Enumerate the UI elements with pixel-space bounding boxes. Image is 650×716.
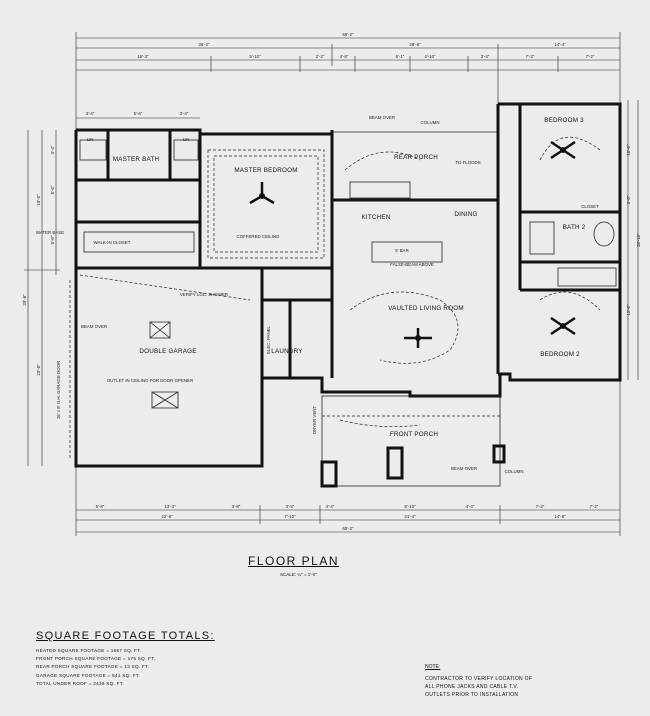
svg-text:3'-4": 3'-4" xyxy=(50,145,55,154)
interior-walls xyxy=(76,104,620,378)
note-line-3: OUTLETS PRIOR TO INSTALLATION xyxy=(425,691,519,698)
svg-text:7'-2": 7'-2" xyxy=(586,54,595,59)
room-front-porch: FRONT PORCH xyxy=(390,431,439,438)
svg-text:3'-4": 3'-4" xyxy=(481,54,490,59)
svg-text:2'-2": 2'-2" xyxy=(316,54,325,59)
svg-text:7'-2": 7'-2" xyxy=(590,504,599,509)
svg-text:3'-0": 3'-0" xyxy=(626,195,631,204)
svg-text:7'-2": 7'-2" xyxy=(526,54,535,59)
svg-text:4'-4": 4'-4" xyxy=(326,504,335,509)
svg-text:12'-0": 12'-0" xyxy=(626,304,631,316)
room-vaulted-living: VAULTED LIVING ROOM xyxy=(388,305,464,312)
room-kitchen: KITCHEN xyxy=(361,214,390,221)
kitchen-island xyxy=(79,139,617,287)
wiring-arcs xyxy=(339,136,601,427)
dim-overall-top: 65'-2" xyxy=(342,32,354,37)
room-dining: DINING xyxy=(454,211,477,218)
label-shower: VERIFY LOC. SHOWER xyxy=(180,292,228,297)
note-line-1: CONTRACTOR TO VERIFY LOCATION OF xyxy=(425,676,533,682)
dim-right-overall: 30'-10" xyxy=(636,233,641,247)
label-water-base: WATER BASE xyxy=(36,230,64,235)
note-body: CONTRACTOR TO VERIFY LOCATION OF ALL PHO… xyxy=(425,676,575,699)
label-lin-right: LIN xyxy=(183,137,190,142)
label-false-beam: FALSE-BEAM ABOVE xyxy=(390,262,434,267)
svg-text:8'-10": 8'-10" xyxy=(404,504,416,509)
dim-top-b: 28'-8" xyxy=(409,42,421,47)
label-bar: 5' BAR xyxy=(395,248,409,253)
square-footage-title: SQUARE FOOTAGE TOTALS: xyxy=(36,630,215,642)
room-labels: MASTER BATH MASTER BEDROOM BEDROOM 3 BED… xyxy=(56,115,599,474)
svg-text:4'-8": 4'-8" xyxy=(340,54,349,59)
svg-text:5'-6": 5'-6" xyxy=(50,235,55,244)
svg-text:4'-4": 4'-4" xyxy=(466,504,475,509)
svg-text:6'-6": 6'-6" xyxy=(50,185,55,194)
svg-text:5'-6": 5'-6" xyxy=(134,111,143,116)
svg-text:10'-0": 10'-0" xyxy=(626,144,631,156)
dim-bottom-b: 7'-10" xyxy=(284,514,296,519)
label-walk-in-closet: WALK-IN CLOSET xyxy=(94,240,131,245)
ceiling-fans xyxy=(249,140,576,348)
svg-text:16'-3": 16'-3" xyxy=(137,54,149,59)
label-dryer-vent: DRYER VENT xyxy=(312,406,317,435)
room-bath-2: BATH 2 xyxy=(563,224,586,231)
svg-text:3'-5": 3'-5" xyxy=(286,504,295,509)
room-laundry: LAUNDRY xyxy=(271,348,303,355)
label-beam-over-rear: BEAM OVER xyxy=(369,115,395,120)
label-lin-left: LIN xyxy=(87,137,94,142)
svg-text:7'-2": 7'-2" xyxy=(536,504,545,509)
room-master-bath: MASTER BATH xyxy=(113,156,160,163)
sqft-front-porch: FRONT PORCH SQUARE FOOTAGE = 175 SQ. FT. xyxy=(36,656,156,662)
dim-left-overall: 39'-8" xyxy=(22,294,27,306)
front-porch xyxy=(320,395,506,488)
room-double-garage: DOUBLE GARAGE xyxy=(139,348,196,355)
room-master-bedroom: MASTER BEDROOM xyxy=(234,167,297,174)
label-garage-door: 16' x 8' O.H. GARAGE DOOR xyxy=(56,361,61,419)
left-dimensions: 39'-8" 23'-8" 19'-0" 3'-4" 6'-6" 5'-6" W… xyxy=(22,130,64,466)
room-bedroom-2: BEDROOM 2 xyxy=(540,351,580,358)
svg-text:5'-10": 5'-10" xyxy=(249,54,261,59)
room-rear-porch: REAR PORCH xyxy=(394,154,438,161)
dim-left-lower: 23'-8" xyxy=(36,364,41,376)
label-elec-panel: ELEC. PANEL xyxy=(266,325,271,354)
label-outlet-ceiling: OUTLET IN CEILING FOR DOOR OPENER xyxy=(107,378,193,383)
sqft-garage: GARAGE SQUARE FOOTAGE = 541 SQ. FT. xyxy=(36,672,140,678)
sqft-rear-porch: REAR PORCH SQUARE FOOTAGE = 13 SQ. FT. xyxy=(36,664,150,670)
note-heading: NOTE: xyxy=(425,664,441,670)
svg-text:4'-10": 4'-10" xyxy=(424,54,436,59)
ceiling-lines xyxy=(69,149,325,460)
dim-top-a: 36'-2" xyxy=(198,42,210,47)
svg-text:3'-4": 3'-4" xyxy=(86,111,95,116)
room-closet: CLOSET xyxy=(581,204,599,209)
top-dimensions: 65'-2" 36'-2" 28'-8" 14'-4" 16'-3" 5'-10… xyxy=(75,32,621,130)
plan-title: FLOOR PLAN xyxy=(248,554,340,568)
sqft-heated: HEATED SQUARE FOOTAGE = 1657 SQ. FT. xyxy=(36,648,142,653)
label-coffered-ceiling: COFFERED CEILING xyxy=(237,234,281,239)
dim-bottom-c: 21'-4" xyxy=(404,514,416,519)
label-to-floods: TO FLOODS xyxy=(455,160,480,165)
note-line-2: ALL PHONE JACKS AND CABLE T.V. xyxy=(425,683,519,690)
dim-bottom-d: 14'-8" xyxy=(554,514,566,519)
right-dimensions: 30'-10" 10'-0" 3'-0" 12'-0" xyxy=(626,100,641,380)
square-footage-list: HEATED SQUARE FOOTAGE = 1657 SQ. FT. FRO… xyxy=(36,647,155,688)
sqft-total: TOTAL UNDER ROOF = 2436 SQ. FT. xyxy=(36,680,124,686)
bottom-dimensions: 5'-8" 13'-3" 3'-8" 3'-5" 4'-4" 8'-10" 4'… xyxy=(75,380,621,536)
svg-text:5'-8": 5'-8" xyxy=(96,504,105,509)
svg-text:3'-4": 3'-4" xyxy=(180,111,189,116)
label-beam-over-garage: BEAM OVER xyxy=(81,324,107,329)
label-column-porch: COLUMN xyxy=(504,469,523,474)
dim-bottom-a: 22'-8" xyxy=(161,514,173,519)
dim-overall-bottom: 65'-2" xyxy=(342,526,354,531)
svg-text:3'-8": 3'-8" xyxy=(232,504,241,509)
label-beam-over-porch: BEAM OVER xyxy=(451,466,477,471)
svg-text:19'-0": 19'-0" xyxy=(36,194,41,206)
label-column-rear: COLUMN xyxy=(420,120,439,125)
svg-text:13'-3": 13'-3" xyxy=(164,504,176,509)
room-bedroom-3: BEDROOM 3 xyxy=(544,117,584,124)
plan-scale: SCALE: ¼" = 1'-0" xyxy=(280,572,317,577)
dim-top-c: 14'-4" xyxy=(554,42,566,47)
svg-text:6'-1": 6'-1" xyxy=(396,54,405,59)
